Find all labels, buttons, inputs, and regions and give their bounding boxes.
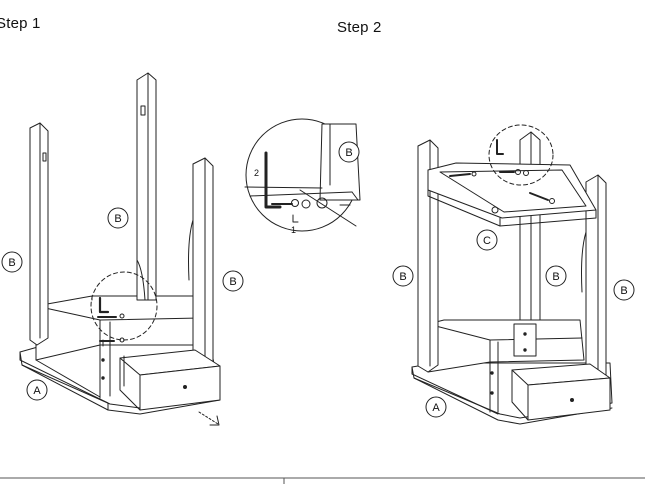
part-labels: A B B B B B B B [1, 141, 635, 418]
step-1-arrow-icon [198, 411, 220, 426]
step-2-detail-circle [488, 124, 554, 186]
detail-view [244, 118, 361, 232]
step-2-leg-center [519, 131, 541, 321]
step-1-leg-center [136, 72, 157, 301]
step-2-apron [427, 319, 585, 413]
svg-text:B: B [345, 147, 352, 159]
detail-callout-2: 2 [254, 168, 259, 178]
step-2-fasteners [449, 139, 555, 395]
svg-text:B: B [229, 276, 236, 288]
svg-text:B: B [620, 285, 627, 297]
label-b-detail: B [338, 141, 360, 163]
step-1-drawer [119, 349, 221, 411]
label-b-step2-center: B [545, 265, 567, 287]
step-2-drawing [411, 124, 613, 425]
label-b-step2-left: B [392, 265, 414, 287]
detail-allen-key-icon [264, 151, 282, 209]
svg-text:C: C [483, 235, 491, 247]
detail-callout-1: 1 [291, 225, 296, 235]
detail-bolt-icon [271, 197, 351, 209]
step-2-title: Step 2 [337, 19, 382, 36]
svg-text:A: A [33, 385, 41, 397]
label-c-step2: C [476, 229, 498, 251]
svg-text:B: B [8, 257, 15, 269]
step-1-title: Step 1 [0, 15, 41, 32]
svg-text:B: B [552, 271, 559, 283]
label-b-step2-right: B [613, 279, 635, 301]
step-1-fasteners [97, 313, 125, 380]
step-1-leg-left [29, 122, 49, 346]
step-2-shelf [427, 162, 597, 227]
step-1-detail-circle [90, 271, 158, 341]
label-b-step1-center: B [107, 207, 129, 229]
svg-text:B: B [399, 271, 406, 283]
step-1-allen-key-icon [98, 296, 110, 314]
svg-text:A: A [432, 402, 440, 414]
label-b-step1-left: B [1, 251, 23, 273]
label-b-step1-right: B [222, 270, 244, 292]
step-2-drawer [511, 363, 611, 421]
svg-text:B: B [114, 213, 121, 225]
step-1-drawing [19, 72, 221, 426]
label-a-step2: A [425, 396, 447, 418]
label-a-step1: A [26, 379, 48, 401]
bottom-rule [0, 477, 645, 484]
